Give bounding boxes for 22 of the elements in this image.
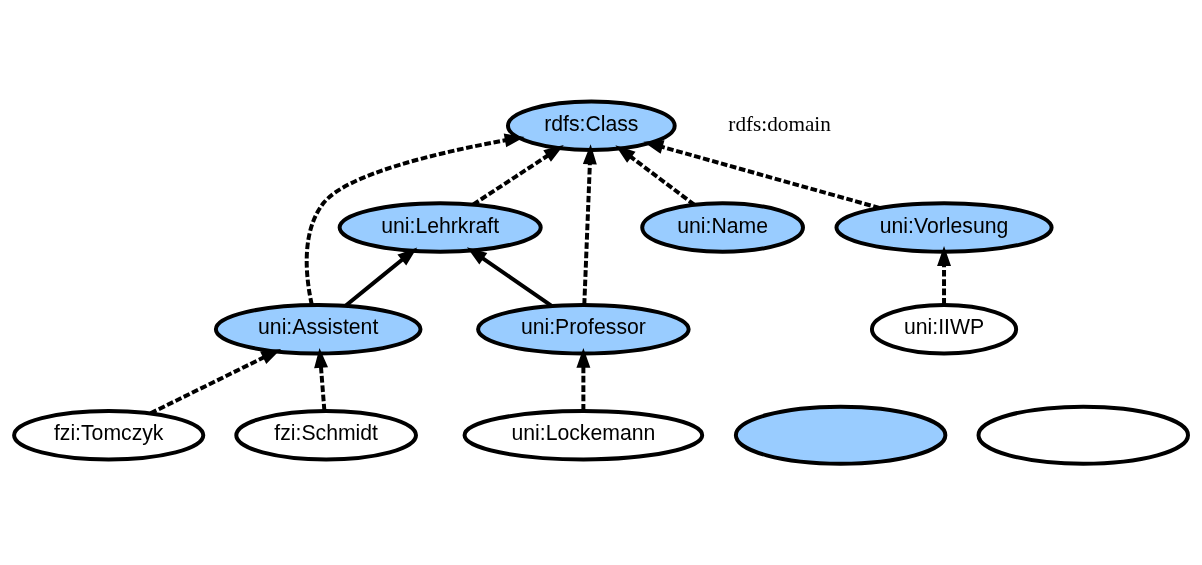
arrow [466, 247, 553, 308]
arrow [576, 347, 591, 411]
arrow [615, 145, 696, 207]
node-ellipse: uni:Assistent [213, 303, 423, 356]
arrow [149, 348, 282, 415]
arrow [314, 347, 329, 411]
arrow [344, 247, 418, 307]
node-ellipse: fzi:Tomczyk [12, 408, 206, 462]
arrow [643, 140, 880, 210]
node-ellipse [976, 404, 1190, 466]
node-ellipse [733, 404, 948, 466]
arrow [937, 246, 951, 305]
node-ellipse: uni:Vorlesung [834, 201, 1054, 254]
node-ellipse: uni:Lockemann [462, 408, 705, 462]
node-ellipse: fzi:Schmidt [234, 408, 418, 462]
node-ellipse: uni:Name [640, 201, 805, 254]
node-ellipse: uni:Lehrkraft [337, 201, 543, 254]
arrow [304, 133, 525, 305]
node-ellipse: uni:IIWP [869, 303, 1019, 356]
arrow [582, 144, 597, 305]
label: rdfs:domain [728, 111, 831, 136]
node-ellipse: uni:Professor [476, 303, 691, 356]
